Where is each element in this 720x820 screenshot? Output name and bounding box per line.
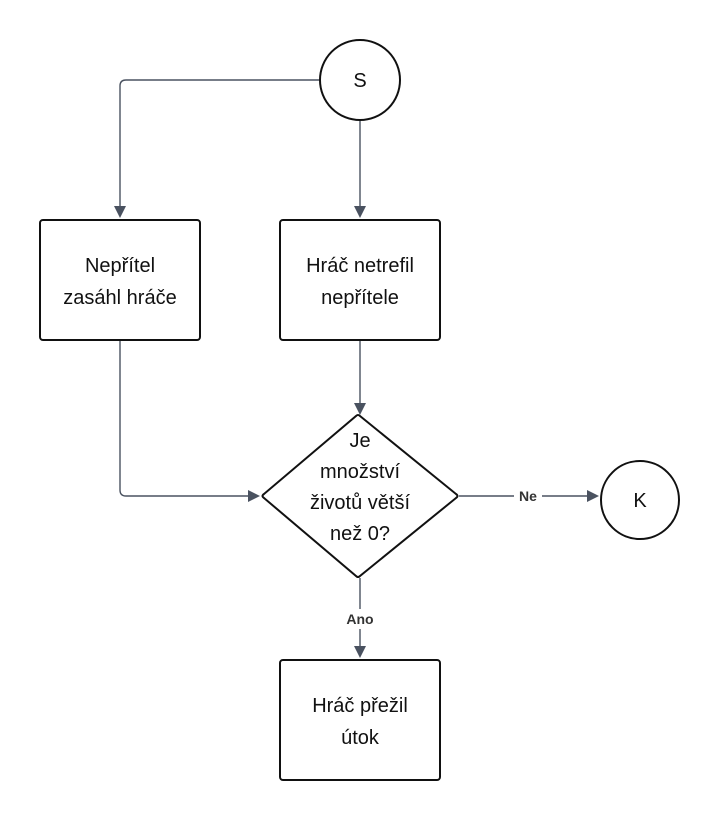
survived-node: Hráč přežil útok [279,659,441,781]
edge-label-no: Ne [519,488,537,504]
edge-start-to-enemy-hit [114,79,320,218]
start-node: S [319,39,401,121]
edge-label-yes: Ano [346,611,373,627]
decision-node: Je množství životů větší než 0? [261,414,459,578]
enemy-hit-line-2: zasáhl hráče [63,287,176,309]
player-missed-line-2: nepřítele [321,287,399,309]
enemy-hit-line-1: Nepřítel [85,255,155,277]
decision-line-1: Je [349,430,370,452]
decision-line-2: množství [320,461,400,483]
edge-labels: Ne Ano [340,486,542,629]
player-missed-line-1: Hráč netrefil [306,255,414,277]
start-label: S [353,70,366,92]
end-node: K [600,460,680,540]
enemy-hit-box [39,219,201,341]
edge-enemy-hit-to-decision [119,340,260,502]
end-label: K [633,490,647,512]
edge-label-no-bg [514,486,542,506]
survived-line-1: Hráč přežil [312,695,408,717]
start-circle [319,39,401,121]
survived-box [279,659,441,781]
player-missed-box [279,219,441,341]
decision-line-3: životů větší [310,492,410,514]
decision-line-4: než 0? [330,523,390,545]
decision-diamond [261,414,459,578]
enemy-hit-node: Nepřítel zasáhl hráče [39,219,201,341]
end-circle [600,460,680,540]
edge-label-yes-bg [340,609,380,629]
player-missed-node: Hráč netrefil nepřítele [279,219,441,341]
survived-line-2: útok [341,727,380,749]
